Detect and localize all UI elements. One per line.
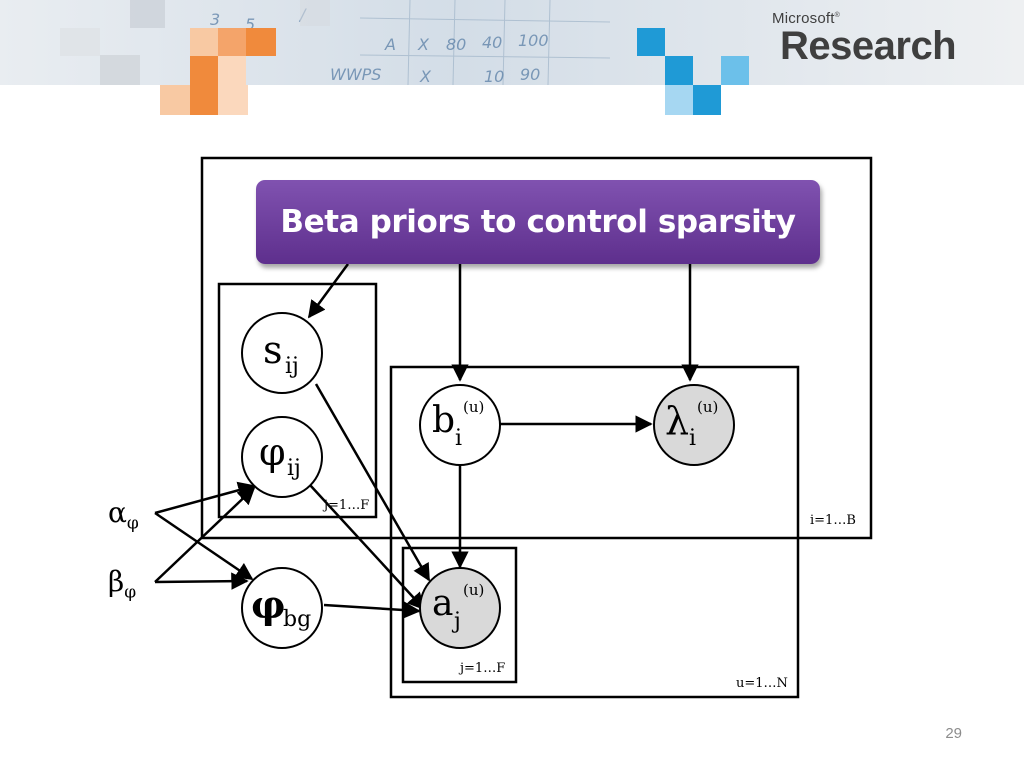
plate-users-label: u=1…N xyxy=(736,676,788,691)
node-b-sub: i xyxy=(455,426,463,451)
plate-users xyxy=(389,365,800,699)
edge-s-a xyxy=(314,383,431,582)
hyper-beta-base: β xyxy=(108,565,125,598)
node-b-base: b xyxy=(432,400,456,441)
node-a-sup: (u) xyxy=(463,581,485,599)
node-phi: φ ij xyxy=(241,416,323,498)
node-s: s ij xyxy=(241,312,323,394)
plate-topics-label: j=1…F xyxy=(324,498,370,513)
svg-text:WWPS: WWPS xyxy=(330,65,381,84)
brand-main-text: Research xyxy=(780,24,957,68)
plate-outer-label: i=1…B xyxy=(810,513,856,528)
node-phibg-sub: bg xyxy=(283,607,312,632)
node-phi-sub: ij xyxy=(287,456,301,481)
microsoft-research-logo: Microsoft® Research xyxy=(772,10,957,68)
edge-alpha-phi xyxy=(154,481,256,515)
svg-text:5: 5 xyxy=(245,15,255,34)
plate-topics xyxy=(217,282,378,519)
svg-text:X: X xyxy=(417,35,430,54)
node-lambda: λ i (u) xyxy=(653,384,735,466)
node-a: a j (u) xyxy=(419,567,501,649)
page-number: 29 xyxy=(945,725,962,742)
edge-banner-s xyxy=(307,263,350,319)
node-lambda-sup: (u) xyxy=(697,398,719,416)
edge-beta-phi xyxy=(154,486,256,583)
node-phibg-base: φ xyxy=(251,582,286,627)
hyper-alpha: αφ xyxy=(108,496,139,534)
brand-trademark: ® xyxy=(834,12,841,19)
node-s-base: s xyxy=(263,328,283,372)
edge-phibg-a xyxy=(323,601,421,619)
svg-text:100: 100 xyxy=(518,31,549,50)
sparsity-priors-banner: Beta priors to control sparsity xyxy=(256,180,820,264)
svg-text:40: 40 xyxy=(482,33,502,52)
node-b: b i (u) xyxy=(419,384,501,466)
plate-outer xyxy=(200,156,873,540)
node-phi-base: φ xyxy=(259,430,286,474)
hyper-alpha-sub: φ xyxy=(126,513,139,534)
node-a-base: a xyxy=(432,583,454,624)
svg-text:10: 10 xyxy=(484,67,504,86)
svg-text:90: 90 xyxy=(520,65,540,84)
brand-small-text: Microsoft xyxy=(772,10,835,27)
svg-text:A: A xyxy=(384,35,396,54)
node-s-sub: ij xyxy=(285,354,299,379)
svg-text:3: 3 xyxy=(210,10,220,29)
svg-text:X: X xyxy=(419,67,432,86)
node-b-sup: (u) xyxy=(463,398,485,416)
hyper-alpha-base: α xyxy=(108,496,127,529)
edge-beta-phibg xyxy=(154,572,249,590)
node-lambda-sub: i xyxy=(689,426,697,451)
banner-text: Beta priors to control sparsity xyxy=(280,204,796,240)
hyper-beta-sub: φ xyxy=(124,582,137,603)
hyper-beta: βφ xyxy=(108,565,136,603)
plate-inner-label: j=1…F xyxy=(460,661,506,676)
svg-text:80: 80 xyxy=(446,35,466,54)
node-phibg: φ bg xyxy=(241,567,323,649)
node-a-sub: j xyxy=(454,609,461,634)
edge-phi-a xyxy=(309,484,426,611)
edge-alpha-phibg xyxy=(154,511,254,581)
node-lambda-base: λ xyxy=(665,399,690,443)
